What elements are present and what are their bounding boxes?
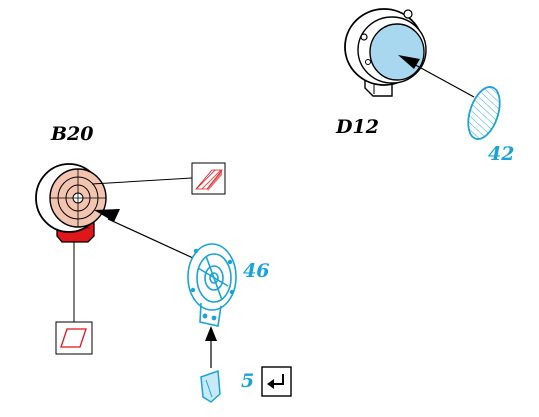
return-arrow-icon (261, 366, 292, 397)
callout-lines-b20 (73, 177, 193, 322)
leader-arrow-42 (398, 55, 475, 98)
headlamp-b20-icon (35, 163, 107, 243)
label-b20: B20 (51, 123, 94, 145)
leader-arrow-5 (205, 326, 217, 368)
label-part-5: 5 (241, 370, 255, 392)
headlamp-d12-icon (344, 8, 427, 97)
part-5-clip-icon (200, 369, 221, 403)
part-42-lens-icon (467, 86, 501, 140)
part-46-reflector-icon (187, 243, 237, 327)
callout-parallelogram-icon (55, 321, 93, 355)
label-part-42: 42 (488, 143, 515, 165)
callout-hatched-surface-icon (191, 162, 226, 195)
leader-arrow-46 (94, 209, 194, 259)
label-d12: D12 (336, 116, 379, 138)
label-part-46: 46 (243, 260, 270, 282)
